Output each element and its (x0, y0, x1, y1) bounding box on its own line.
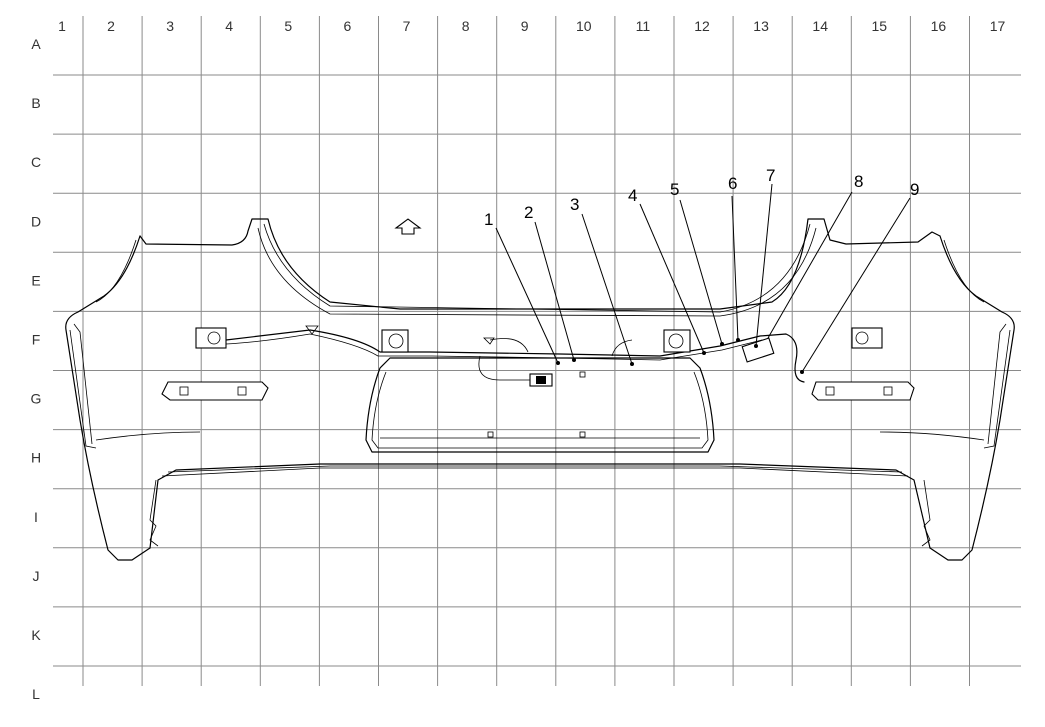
grid-column-label: 11 (636, 18, 651, 34)
grid-column-label: 4 (225, 18, 233, 34)
grid-column-label: 3 (166, 18, 174, 34)
callout-2: 2 (524, 203, 533, 222)
grid-row-label: A (31, 36, 41, 52)
grid-column-label: 1 (58, 18, 66, 34)
grid-row-label: C (31, 154, 41, 170)
grid-column-label: 12 (694, 18, 710, 34)
grid-row-label: I (34, 509, 38, 525)
grid-column-label: 17 (990, 18, 1006, 34)
callout-3: 3 (570, 195, 579, 214)
grid-column-label: 6 (344, 18, 352, 34)
grid-column-label: 10 (576, 18, 592, 34)
grid-column-label: 5 (284, 18, 292, 34)
grid-row-labels: A B C D E F G H I J K L (31, 36, 42, 702)
grid-column-label: 16 (931, 18, 947, 34)
grid-lines (53, 16, 1021, 686)
grid-column-label: 13 (753, 18, 769, 34)
callout-7: 7 (766, 166, 775, 185)
forward-direction-arrow (394, 218, 422, 235)
grid-column-label: 7 (403, 18, 411, 34)
grid-column-label: 9 (521, 18, 529, 34)
grid-row-label: K (31, 627, 41, 643)
grid-row-label: J (33, 568, 40, 584)
callout-labels: 1 2 3 4 5 6 7 8 9 (484, 166, 919, 229)
callout-8: 8 (854, 172, 863, 191)
callout-4: 4 (628, 186, 637, 205)
grid-row-label: H (31, 450, 41, 466)
callout-leader-lines (495, 183, 911, 373)
grid-row-label: G (31, 391, 42, 407)
callout-6: 6 (728, 174, 737, 193)
callout-1: 1 (484, 210, 493, 229)
grid-row-label: D (31, 213, 41, 229)
bumper-outline (65, 218, 1015, 561)
grid-column-label: 8 (462, 18, 470, 34)
grid-row-label: B (31, 95, 40, 111)
grid-row-label: F (32, 332, 41, 348)
grid-column-label: 2 (107, 18, 115, 34)
callout-9: 9 (910, 180, 919, 199)
grid-column-label: 15 (872, 18, 888, 34)
grid-row-label: L (32, 686, 40, 702)
grid-row-label: E (31, 272, 40, 288)
callout-5: 5 (670, 180, 679, 199)
grid-column-label: 14 (812, 18, 828, 34)
wiring-harness (195, 325, 883, 387)
